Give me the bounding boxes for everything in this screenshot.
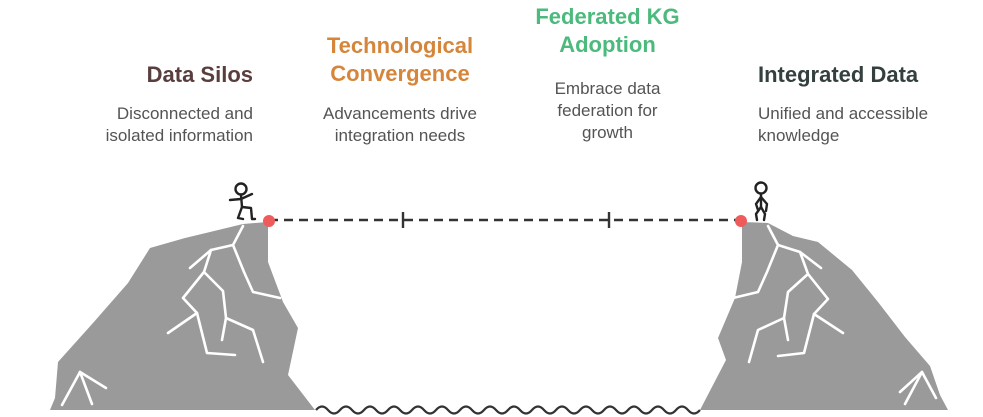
right-cliff-rock xyxy=(700,222,948,410)
person-standing-icon xyxy=(754,181,769,222)
stage-description-technological-convergence: Advancements drive integration needs xyxy=(322,104,478,145)
stage-title-federated-kg-adoption: Federated KG Adoption xyxy=(535,4,680,57)
left-cliff xyxy=(50,222,315,410)
water-waves xyxy=(315,405,701,415)
stage-description-federated-kg-adoption: Embrace data federation for growth xyxy=(554,79,661,142)
right-cliff-cracks xyxy=(731,224,938,406)
right-cliff xyxy=(700,222,948,410)
start-dot xyxy=(263,215,275,227)
left-cliff-rock xyxy=(50,222,315,410)
person-balancing-icon xyxy=(228,182,257,221)
stage-title-integrated-data: Integrated Data xyxy=(758,62,919,87)
stage-description-data-silos: Disconnected and isolated information xyxy=(105,104,253,145)
left-cliff-cracks xyxy=(60,224,282,407)
end-dot xyxy=(735,215,747,227)
stage-title-data-silos: Data Silos xyxy=(146,62,253,87)
stage-description-integrated-data: Unified and accessible knowledge xyxy=(758,104,929,145)
stage-title-technological-convergence: Technological Convergence xyxy=(326,33,474,86)
bridge-path xyxy=(263,212,747,228)
